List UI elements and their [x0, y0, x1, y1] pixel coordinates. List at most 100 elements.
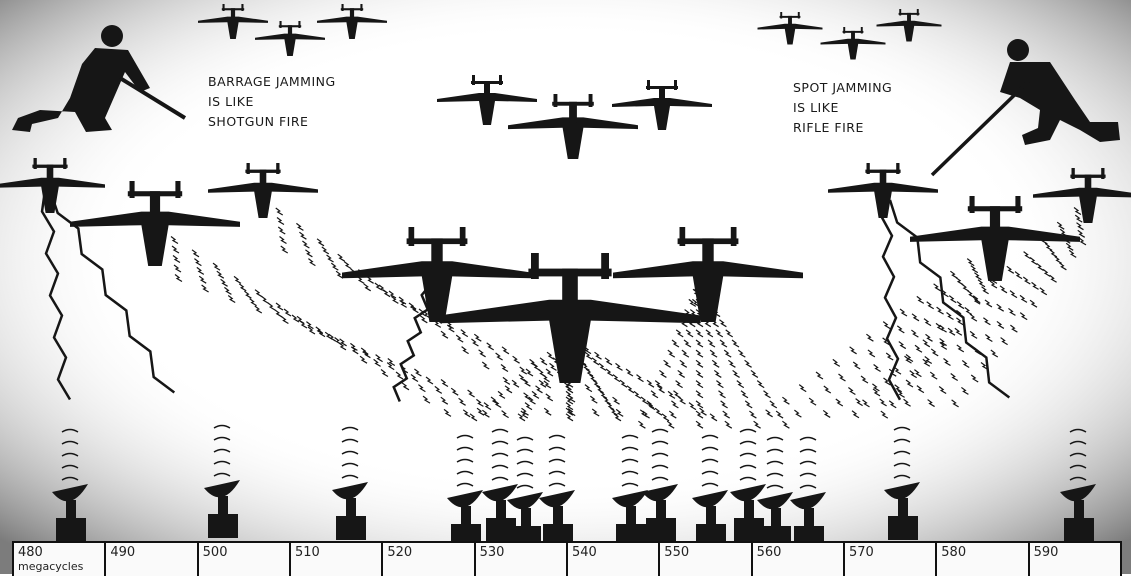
radar-wave — [1069, 428, 1087, 433]
radar-wave — [893, 438, 911, 443]
caption-line: IS LIKE — [793, 100, 839, 115]
radar-wave — [548, 446, 566, 451]
jamming-dash — [565, 390, 574, 399]
jamming-dash — [972, 296, 981, 305]
jamming-dash — [212, 262, 221, 271]
radar-wave — [456, 446, 474, 451]
jamming-dash — [275, 207, 284, 216]
jamming-dash — [363, 283, 372, 292]
jamming-dash — [675, 329, 684, 338]
jamming-dash — [822, 409, 831, 418]
jamming-dash — [482, 409, 490, 418]
jamming-dash — [905, 354, 914, 363]
jamming-dash — [753, 420, 761, 429]
jamming-dash — [422, 395, 431, 404]
jamming-dash — [589, 374, 597, 383]
jamming-dash — [673, 390, 681, 399]
jamming-dash — [473, 333, 482, 342]
jamming-dash — [720, 400, 728, 409]
jamming-dash — [440, 396, 449, 405]
jamming-dash — [989, 280, 998, 289]
jamming-dash — [815, 371, 824, 380]
radar-antenna — [332, 482, 368, 540]
radar-antenna — [642, 484, 678, 542]
jamming-dash — [512, 355, 520, 364]
bomber-aircraft — [0, 158, 106, 214]
scale-cell: 540 — [565, 543, 658, 576]
jamming-dash — [961, 283, 970, 292]
jamming-dash — [709, 413, 718, 422]
jamming-dash — [565, 385, 574, 394]
radar-wave — [701, 482, 719, 487]
jamming-dash — [476, 398, 484, 407]
jamming-dash — [688, 298, 697, 307]
jamming-dash — [848, 387, 856, 395]
jamming-dash — [879, 398, 887, 407]
jamming-dash — [283, 308, 292, 317]
radar-wave — [651, 464, 669, 469]
jamming-dash — [343, 261, 352, 270]
jamming-dash — [654, 407, 663, 416]
jamming-dash — [688, 402, 697, 411]
scale-cell: 570 — [842, 543, 935, 576]
jamming-dash — [528, 396, 536, 405]
jamming-dash — [626, 385, 635, 394]
jamming-dash — [274, 309, 283, 318]
jamming-dash — [469, 413, 478, 422]
jamming-dash — [291, 314, 300, 323]
jamming-dash — [517, 413, 526, 422]
radar-wave — [456, 434, 474, 439]
scale-cell: 530 — [473, 543, 566, 576]
jamming-dash — [216, 270, 225, 279]
jamming-dash — [306, 321, 314, 330]
jamming-dash — [999, 285, 1008, 294]
jamming-dash — [1056, 221, 1065, 230]
scale-tick-label: 500 — [202, 545, 228, 560]
jamming-dash — [679, 359, 688, 368]
scale-cell: 580 — [935, 543, 1027, 576]
jamming-dash — [418, 308, 427, 317]
jamming-dash — [938, 386, 947, 395]
jamming-dash — [737, 349, 746, 358]
jamming-dash — [860, 375, 869, 384]
jamming-dash — [585, 368, 594, 377]
jamming-dash — [924, 356, 933, 365]
jamming-dash — [434, 385, 443, 394]
scale-tick-label: 540 — [571, 545, 597, 560]
radar-wave — [621, 446, 639, 451]
radar-wave — [799, 436, 817, 441]
jamming-dash — [390, 295, 399, 304]
jamming-dash — [973, 347, 982, 355]
radar-wave — [893, 450, 911, 455]
radar-wave — [61, 440, 79, 445]
jamming-dash — [956, 301, 965, 310]
jamming-dash — [461, 346, 469, 355]
jamming-dash — [238, 283, 247, 292]
jamming-dash — [909, 370, 918, 379]
jamming-dash — [657, 385, 665, 394]
radar-wave — [739, 428, 757, 433]
jamming-dash — [744, 359, 752, 368]
jamming-dash — [612, 396, 620, 405]
jamming-dash — [196, 266, 205, 275]
jamming-dash — [731, 339, 740, 348]
jamming-dash — [267, 302, 276, 311]
jamming-dash — [490, 396, 499, 405]
jamming-dash — [898, 341, 907, 350]
caption-line: BARRAGE JAMMING — [208, 74, 336, 89]
radar-wave — [491, 476, 509, 481]
jamming-dash — [1054, 255, 1062, 264]
scale-tick-label: 530 — [479, 545, 505, 560]
radar-wave — [341, 474, 359, 479]
jamming-dash — [330, 262, 339, 271]
jamming-dash — [1029, 257, 1038, 266]
jamming-dash — [1076, 222, 1084, 231]
radar-wave — [548, 482, 566, 487]
jamming-dash — [339, 338, 347, 347]
jamming-dash — [565, 402, 574, 411]
jamming-dash — [872, 388, 881, 397]
jamming-dash — [422, 310, 431, 319]
jamming-dash — [254, 289, 263, 298]
jamming-dash — [899, 308, 908, 317]
jamming-dash — [305, 249, 313, 258]
